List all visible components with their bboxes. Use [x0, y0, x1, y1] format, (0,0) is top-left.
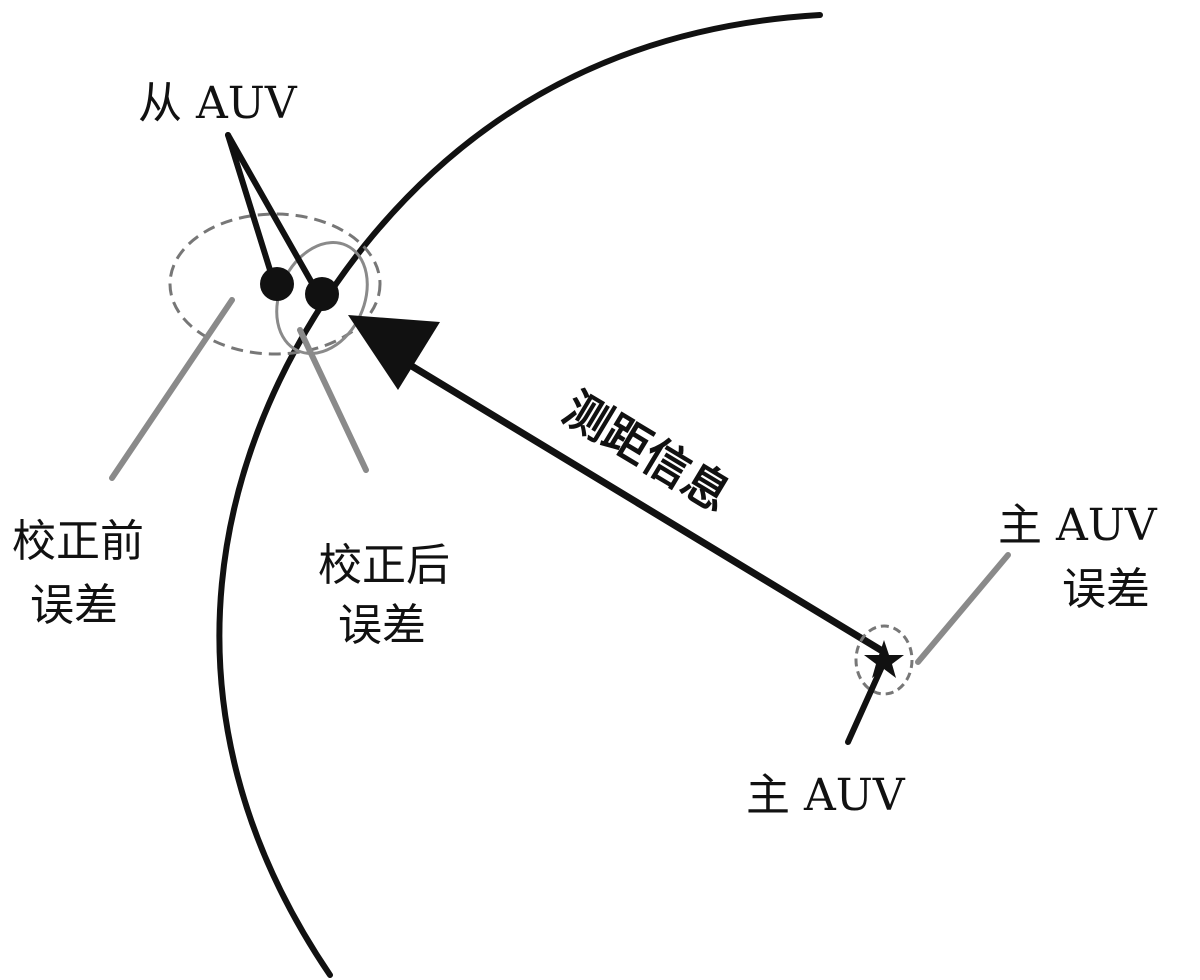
dot-icon [260, 267, 294, 301]
master-error-ellipse [854, 624, 914, 696]
master-auv-label: 主 AUV [746, 770, 906, 821]
slave-pointer-before [225, 132, 273, 273]
master-error-label-line1: 主 AUV [998, 500, 1158, 551]
ranging-arrowhead [348, 315, 440, 390]
range-arc [216, 12, 823, 978]
before-correction-error-ellipse [168, 212, 382, 356]
before-correction-label-line2: 误差 [30, 580, 118, 631]
after-error-pointer [297, 327, 369, 473]
master-error-label-line2: 误差 [1062, 564, 1150, 615]
before-correction-label-line1: 校正前 [12, 516, 144, 567]
slave-auv-label: 从 AUV [138, 78, 298, 129]
dot-icon [305, 277, 339, 311]
before-error-pointer [109, 297, 235, 481]
star-icon [864, 640, 904, 678]
ranging-arrow-shaft [406, 361, 888, 656]
after-correction-label-line1: 校正后 [318, 540, 450, 591]
ranging-info-label: 测距信息 [554, 381, 740, 522]
master-pointer [845, 659, 887, 745]
after-correction-label-line2: 误差 [338, 600, 426, 651]
slave-pointer-after [225, 132, 315, 286]
master-error-pointer [915, 552, 1011, 665]
